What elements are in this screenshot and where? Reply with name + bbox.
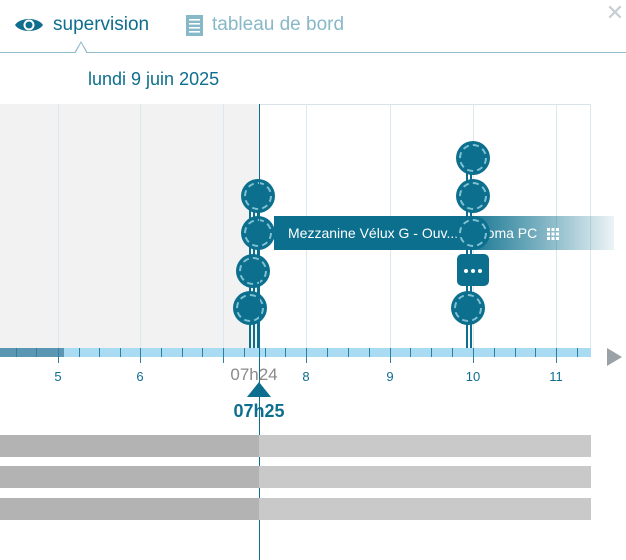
axis-tick — [494, 348, 495, 357]
axis-tick — [161, 348, 162, 357]
device-event-icon[interactable] — [236, 254, 270, 288]
device-event-icon[interactable] — [241, 216, 275, 250]
grid-line — [140, 104, 141, 348]
axis-tick — [473, 348, 474, 363]
device-event-icon[interactable] — [456, 216, 490, 250]
axis-tick — [369, 348, 370, 357]
axis-tick — [410, 348, 411, 357]
axis-tick — [431, 348, 432, 357]
event-label-text: Mezzanine Vélux G - Ouv... TaHoma PC — [288, 225, 538, 241]
axis-tick — [79, 348, 80, 357]
axis-tick — [140, 348, 141, 363]
timeline-row[interactable] — [0, 466, 591, 488]
current-time-line — [259, 104, 260, 560]
axis-tick-label: 9 — [386, 369, 394, 384]
timeline-past-area — [0, 104, 259, 348]
axis-tick — [16, 348, 17, 357]
tab-supervision[interactable]: supervision — [14, 12, 149, 38]
time-axis-past — [0, 348, 64, 357]
event-stem — [470, 158, 472, 348]
axis-tick — [99, 348, 100, 357]
axis-tick — [244, 348, 245, 357]
axis-tick — [223, 348, 224, 363]
calendar-icon — [547, 228, 560, 241]
timeline-row[interactable] — [0, 498, 591, 520]
axis-tick — [202, 348, 203, 357]
time-axis[interactable] — [0, 348, 591, 357]
axis-tick — [452, 348, 453, 357]
event-stem — [466, 158, 468, 348]
multi-device-icon[interactable] — [457, 254, 489, 286]
document-icon — [186, 14, 203, 36]
device-event-icon[interactable] — [241, 179, 275, 213]
tab-tableau-de-bord[interactable]: tableau de bord — [186, 12, 344, 38]
tab-supervision-label: supervision — [53, 14, 150, 35]
tab-tableau-de-bord-label: tableau de bord — [212, 14, 345, 35]
device-event-icon[interactable] — [451, 291, 485, 325]
header-divider — [0, 52, 626, 53]
axis-tick — [58, 348, 59, 363]
cursor-time-label: 07h24 — [230, 365, 278, 384]
axis-tick — [390, 348, 391, 363]
timeline-row[interactable] — [0, 435, 591, 457]
play-icon[interactable] — [607, 348, 622, 366]
date-label: lundi 9 juin 2025 — [88, 69, 220, 89]
axis-tick — [556, 348, 557, 363]
axis-tick-label: 11 — [549, 369, 563, 384]
current-time-label: 07h25 — [233, 401, 285, 421]
device-event-icon[interactable] — [233, 291, 267, 325]
axis-tick — [348, 348, 349, 357]
axis-tick — [120, 348, 121, 357]
time-cursor-handle[interactable] — [247, 382, 271, 397]
event-label-mezzanine-velux[interactable]: Mezzanine Vélux G - Ouv... TaHoma PC — [274, 216, 614, 250]
grid-line — [223, 104, 224, 348]
device-event-icon[interactable] — [456, 179, 490, 213]
grid-line — [58, 104, 59, 348]
axis-tick — [182, 348, 183, 357]
device-event-icon[interactable] — [456, 141, 490, 175]
axis-tick — [515, 348, 516, 357]
axis-tick — [327, 348, 328, 357]
axis-tick — [285, 348, 286, 357]
axis-tick — [577, 348, 578, 357]
axis-tick — [265, 348, 266, 357]
axis-tick-label: 8 — [302, 369, 310, 384]
axis-tick-label: 5 — [54, 369, 62, 384]
axis-tick — [535, 348, 536, 357]
axis-tick-label: 6 — [136, 369, 144, 384]
axis-tick — [36, 348, 37, 357]
eye-icon — [15, 19, 43, 31]
axis-tick — [306, 348, 307, 363]
axis-tick-label: 10 — [465, 369, 481, 384]
close-icon[interactable]: ✕ — [605, 0, 625, 25]
